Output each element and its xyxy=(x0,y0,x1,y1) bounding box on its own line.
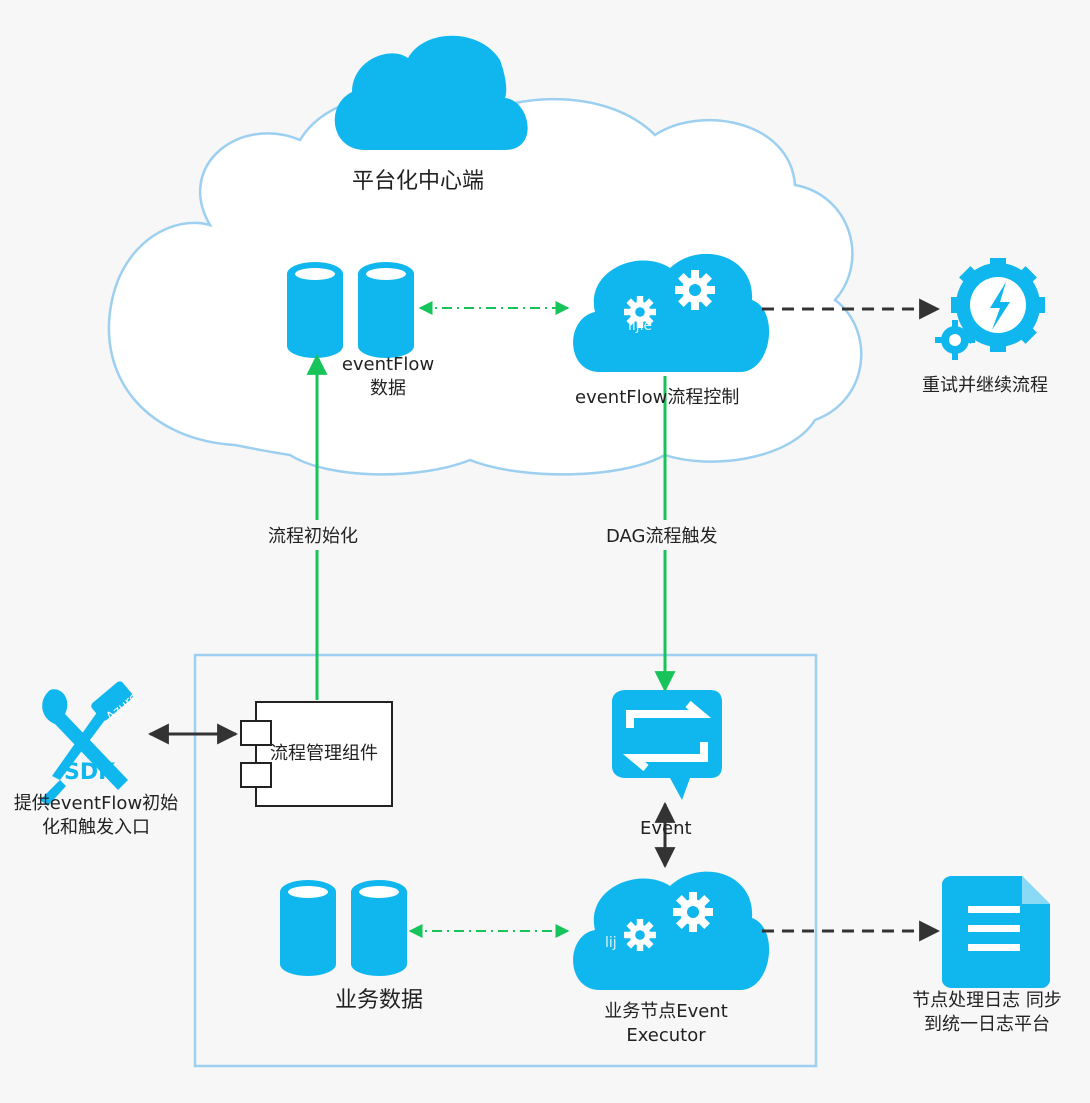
database-icon-bottom xyxy=(280,880,407,976)
log-document-icon xyxy=(942,876,1050,988)
sdk-tools-icon xyxy=(40,681,133,806)
event-label: Event xyxy=(640,818,692,839)
watermark-top: lijie xyxy=(628,318,653,334)
cloud-icon xyxy=(334,35,528,150)
sdk-label-line1: 提供eventFlow初始 xyxy=(13,793,179,814)
executor-label: 业务节点Event Executor xyxy=(598,1000,734,1048)
cloud-gear-icon-control xyxy=(573,253,770,372)
eventflow-data-line1: eventFlow xyxy=(341,354,435,375)
sdk-label: 提供eventFlow初始 化和触发入口 xyxy=(8,792,184,840)
cloud-gear-icon-executor xyxy=(573,871,770,990)
eventflow-data-line2: 数据 xyxy=(370,378,406,399)
retry-gear-icon xyxy=(935,258,1045,360)
log-label: 节点处理日志 同步 到统一日志平台 xyxy=(910,989,1064,1037)
edge-init-label: 流程初始化 xyxy=(264,520,362,550)
log-label-line1: 节点处理日志 同步 xyxy=(912,990,1062,1011)
business-boundary-box xyxy=(193,653,818,1068)
executor-label-line1: 业务节点Event xyxy=(604,1001,728,1022)
platform-cloud-outline xyxy=(107,94,863,476)
retry-label: 重试并继续流程 xyxy=(922,375,1048,396)
sdk-label-line2: 化和触发入口 xyxy=(42,817,150,838)
sdk-badge: SDK xyxy=(64,760,116,785)
edge-dag-label: DAG流程触发 xyxy=(602,520,722,550)
eventflow-data-label: eventFlow 数据 xyxy=(332,353,444,401)
business-data-label: 业务数据 xyxy=(335,988,424,1013)
component-icon xyxy=(240,701,393,807)
watermark-bottom: lij xyxy=(605,935,617,951)
executor-label-line2: Executor xyxy=(626,1025,706,1046)
log-label-line2: 到统一日志平台 xyxy=(924,1014,1050,1035)
platform-cloud-title: 平台化中心端 xyxy=(352,169,485,194)
eventflow-control-label: eventFlow流程控制 xyxy=(575,387,740,408)
process-component-label: 流程管理组件 xyxy=(270,743,378,764)
event-icon xyxy=(612,690,722,800)
